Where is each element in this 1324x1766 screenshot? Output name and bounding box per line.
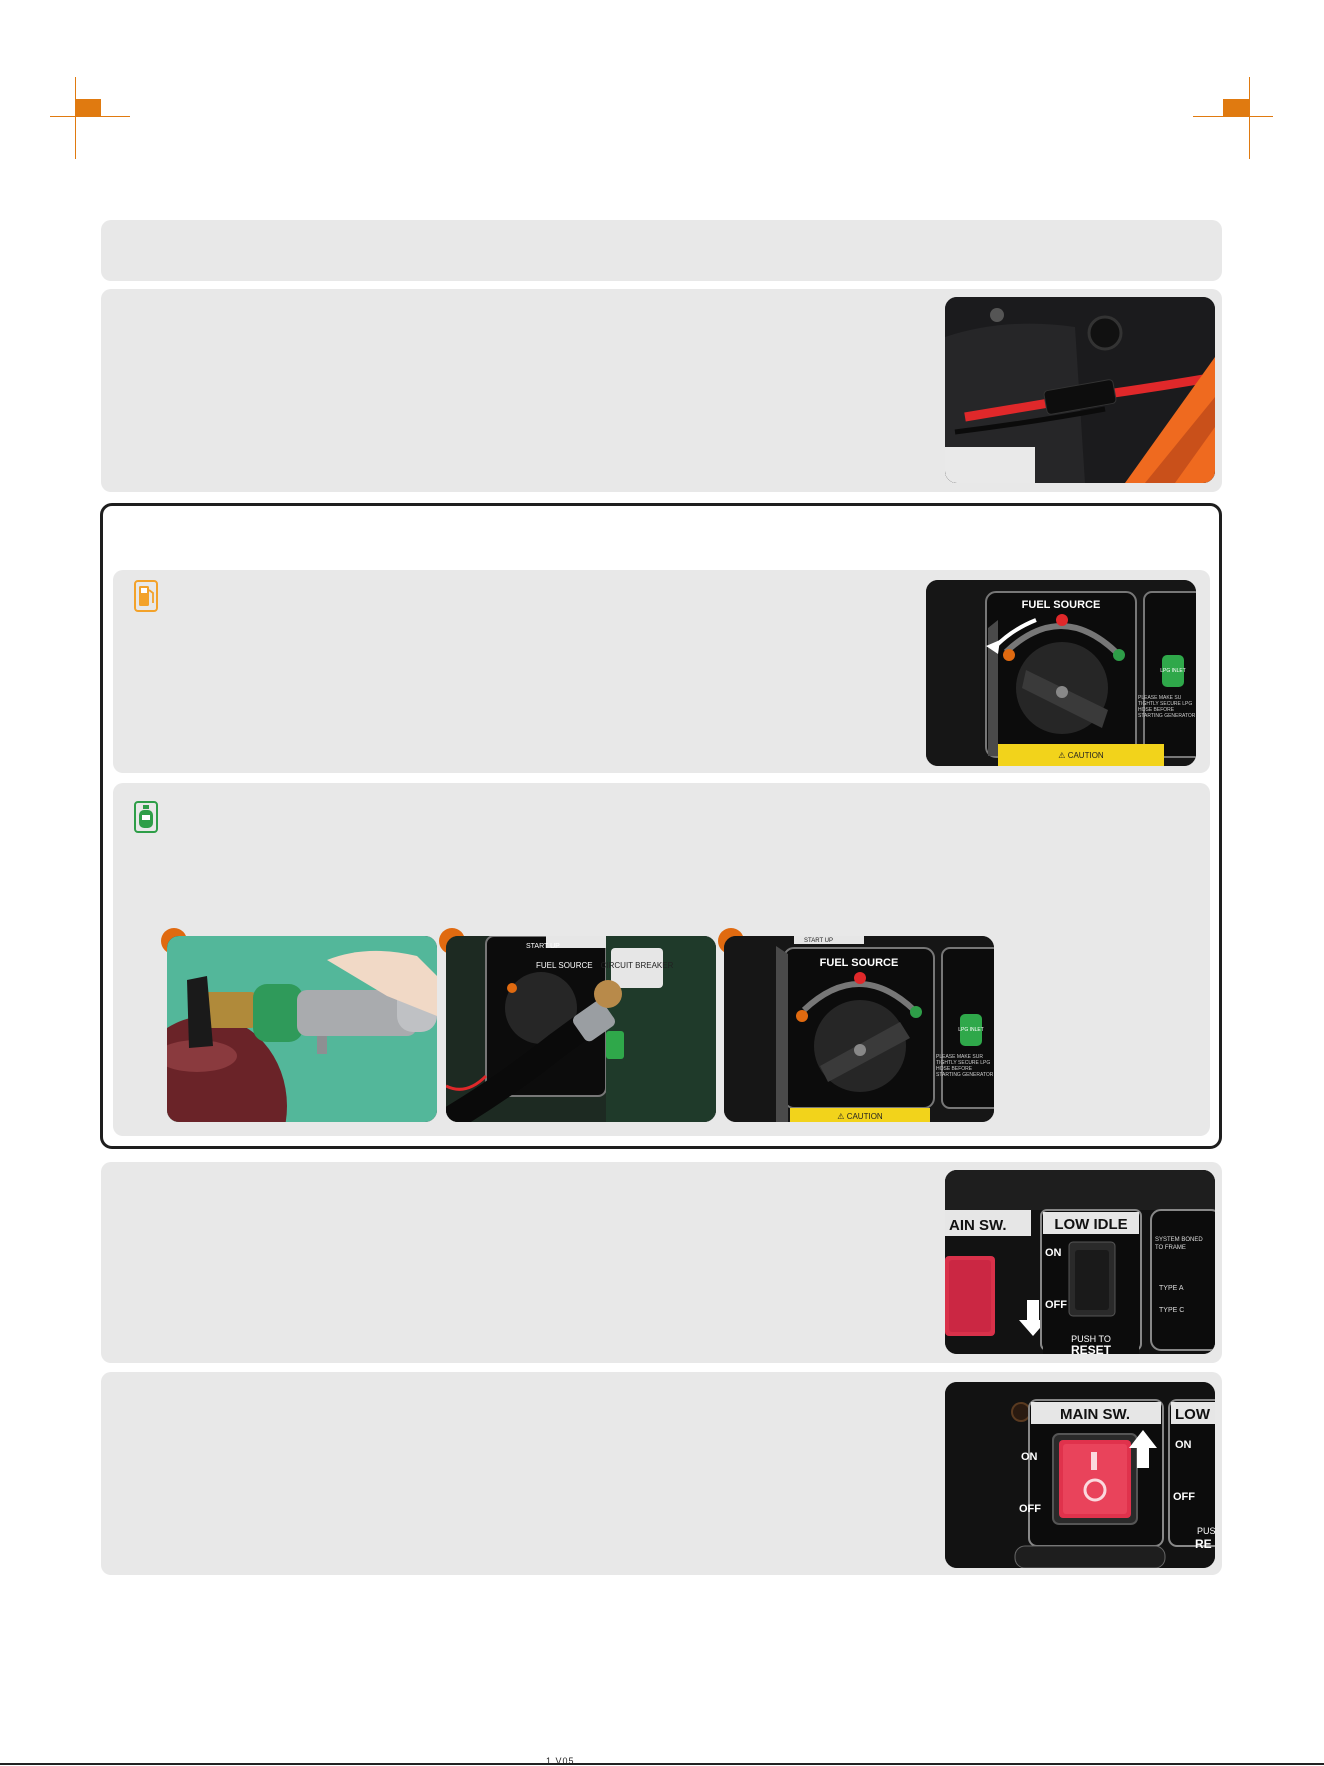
caution-label: ⚠ CAUTION <box>837 1112 883 1121</box>
step-panel-battery <box>101 289 1222 492</box>
crop-mark-right-v <box>1249 77 1250 159</box>
on-label: ON <box>1021 1451 1038 1463</box>
push-partial-label: PUS <box>1197 1526 1215 1536</box>
type-a-label: TYPE A <box>1159 1285 1184 1292</box>
up-arrow-icon <box>1129 1430 1157 1468</box>
dial-label: FUEL SOURCE <box>1022 599 1101 611</box>
main-sw-label: MAIN SW. <box>1060 1406 1130 1423</box>
fuel-dial-gasoline-photo: FUEL SOURCE LPG INLET PLEASE MAKE SU TIG… <box>926 580 1196 766</box>
start-up-label: START UP <box>526 943 560 950</box>
bottom-rule <box>0 1763 1324 1765</box>
reset-label: RESET <box>1071 1343 1112 1354</box>
dial-note: PLEASE MAKE SUR TIGHTLY SECURE LPG HOSE … <box>936 1054 994 1078</box>
push-to-label: PUSH TO <box>1071 1334 1111 1344</box>
lpg-cylinder-icon <box>134 801 158 833</box>
start-up-label: START UP <box>804 938 833 944</box>
battery-cable-image <box>945 297 1215 483</box>
off-label: OFF <box>1045 1299 1067 1311</box>
main-switch-photo: MAIN SW. ON OFF LOW ON OFF PUS RE <box>945 1382 1215 1568</box>
lpg-inlet-badge: LPG INLET <box>1160 668 1186 674</box>
lpg-panel: START UP FUEL SOURCE CIRCUIT BREAKER STA… <box>113 783 1210 1136</box>
lpg-regulator-photo <box>167 936 437 1122</box>
right-on-label: ON <box>1175 1439 1192 1451</box>
off-label: OFF <box>1019 1503 1041 1515</box>
crop-mark-right-square <box>1223 99 1249 117</box>
crop-mark-left-v <box>75 77 76 159</box>
dial-label: FUEL SOURCE <box>536 961 593 970</box>
fuel-dial-lpg-photo: START UP FUEL SOURCE LPG INLET PLEASE MA… <box>724 936 994 1122</box>
dial-note: PLEASE MAKE SU TIGHTLY SECURE LPG HOSE B… <box>1138 695 1196 719</box>
header-bar <box>101 220 1222 281</box>
lpg-inlet-badge: LPG INLET <box>958 1027 984 1033</box>
on-label: ON <box>1045 1247 1062 1259</box>
low-partial-label: LOW <box>1175 1406 1211 1423</box>
reset-partial-label: RE <box>1195 1537 1212 1551</box>
crop-mark-left-square <box>75 99 101 117</box>
right-off-label: OFF <box>1173 1491 1195 1503</box>
footer-code: 1 V05 <box>546 1756 575 1766</box>
gasoline-panel: FUEL SOURCE LPG INLET PLEASE MAKE SU TIG… <box>113 570 1210 773</box>
step-panel-low-idle: AIN SW. LOW IDLE ON OFF PUSH TO RESET SY… <box>101 1162 1222 1363</box>
low-idle-switch-photo: AIN SW. LOW IDLE ON OFF PUSH TO RESET SY… <box>945 1170 1215 1354</box>
step-panel-main-switch: MAIN SW. ON OFF LOW ON OFF PUS RE <box>101 1372 1222 1575</box>
lpg-hose-panel-photo: START UP FUEL SOURCE CIRCUIT BREAKER <box>446 936 716 1122</box>
type-c-label: TYPE C <box>1159 1307 1184 1314</box>
caution-label: ⚠ CAUTION <box>1058 751 1104 760</box>
battery-cable-photo <box>945 297 1215 483</box>
low-idle-label: LOW IDLE <box>1054 1216 1127 1233</box>
system-bonded-label: SYSTEM BONED TO FRAME <box>1155 1237 1203 1251</box>
dial-label: FUEL SOURCE <box>820 957 899 969</box>
main-sw-partial-label: AIN SW. <box>949 1217 1007 1234</box>
circuit-breaker-label: CIRCUIT BREAKER <box>601 961 674 970</box>
gasoline-pump-icon <box>134 580 158 612</box>
